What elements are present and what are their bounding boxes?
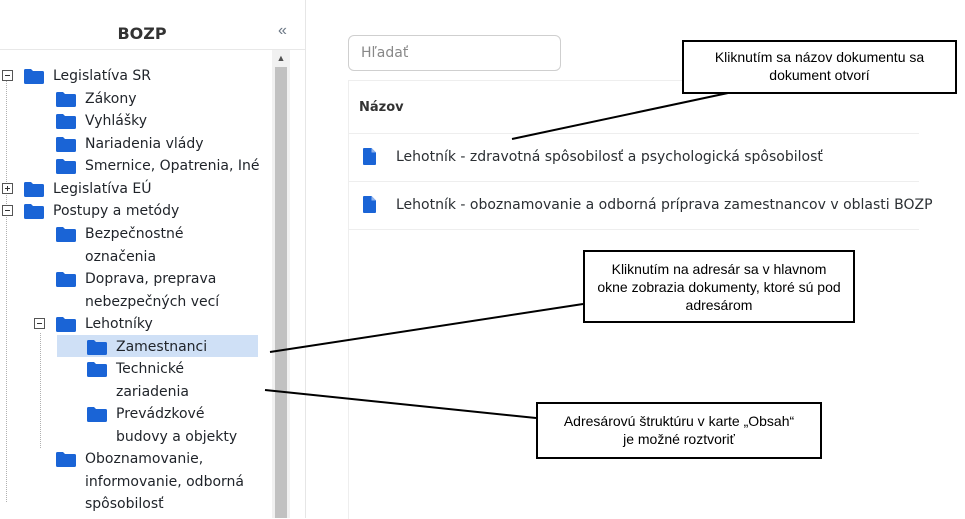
tree-item-label: Legislatíva EÚ xyxy=(53,181,152,197)
callout-tree-expand: Adresárovú štruktúru v karte „Obsah“ je … xyxy=(536,402,822,459)
tree-guide-line xyxy=(6,72,7,502)
tree-item-label: Postupy a metódy xyxy=(53,203,180,219)
folder-tree: Legislatíva SR Zákony Vyhlášky Nariadeni… xyxy=(0,50,272,518)
collapse-toggle-icon[interactable] xyxy=(2,70,13,81)
document-icon xyxy=(363,148,376,165)
folder-icon xyxy=(24,182,44,197)
tree-guide-line xyxy=(40,333,41,448)
folder-icon xyxy=(56,227,76,242)
callout-open-document: Kliknutím sa názov dokumentu sa dokument… xyxy=(682,40,957,94)
folder-icon xyxy=(56,92,76,107)
document-icon xyxy=(363,196,376,213)
tree-item-label: Vyhlášky xyxy=(85,113,148,129)
collapse-sidebar-icon[interactable]: « xyxy=(278,22,287,39)
tree-item-label: Nariadenia vlády xyxy=(85,136,204,152)
sidebar-divider xyxy=(0,49,305,50)
collapse-toggle-icon[interactable] xyxy=(2,205,13,216)
folder-icon xyxy=(56,272,76,287)
tree-item-label: Lehotníky xyxy=(85,316,153,332)
tree-item-label: Technické zariadenia xyxy=(116,361,189,400)
folder-icon xyxy=(87,340,107,355)
tree-item-label: Bezpečnostné označenia xyxy=(85,226,184,265)
tree-item-label: Prevádzkové budovy a objekty xyxy=(116,406,238,445)
document-link[interactable]: Lehotník - oboznamovanie a odborná prípr… xyxy=(396,197,933,213)
document-link[interactable]: Lehotník - zdravotná spôsobilosť a psych… xyxy=(396,149,823,165)
collapse-toggle-icon[interactable] xyxy=(34,318,45,329)
folder-icon xyxy=(56,114,76,129)
scrollbar-thumb[interactable] xyxy=(275,67,287,518)
sidebar-title: BOZP xyxy=(117,24,167,43)
folder-icon xyxy=(56,317,76,332)
folder-icon xyxy=(56,137,76,152)
table-row[interactable]: Lehotník - zdravotná spôsobilosť a psych… xyxy=(349,133,919,182)
column-header-nazov[interactable]: Názov xyxy=(359,100,404,115)
selected-highlight xyxy=(57,335,258,357)
row-divider xyxy=(349,229,919,230)
tree-item-label: Oboznamovanie, informovanie, odborná spô… xyxy=(85,451,244,512)
tree-item-label: Smernice, Opatrenia, Iné xyxy=(85,158,260,174)
table-row[interactable]: Lehotník - oboznamovanie a odborná prípr… xyxy=(349,181,933,230)
documents-table: Názov Lehotník - zdravotná spôsobilosť a… xyxy=(348,80,933,519)
folder-icon xyxy=(24,204,44,219)
sidebar: BOZP « Legislatíva SR Zákony Vyhlášky Na… xyxy=(0,0,306,518)
callout-folder-click: Kliknutím na adresár sa v hlavnom okne z… xyxy=(583,250,855,323)
search-input[interactable] xyxy=(348,35,561,71)
tree-item-label: Doprava, preprava nebezpečných vecí xyxy=(85,271,220,310)
folder-icon xyxy=(56,452,76,467)
folder-icon xyxy=(87,407,107,422)
tree-item-label: Legislatíva SR xyxy=(53,68,152,84)
folder-icon xyxy=(56,159,76,174)
folder-icon xyxy=(87,362,107,377)
tree-item-label: Zamestnanci xyxy=(116,339,208,355)
tree-scrollbar[interactable]: ▲ xyxy=(272,50,290,518)
folder-icon xyxy=(24,69,44,84)
expand-toggle-icon[interactable] xyxy=(2,183,13,194)
tree-item-label: Zákony xyxy=(85,91,137,107)
scroll-up-arrow-icon[interactable]: ▲ xyxy=(276,53,286,63)
